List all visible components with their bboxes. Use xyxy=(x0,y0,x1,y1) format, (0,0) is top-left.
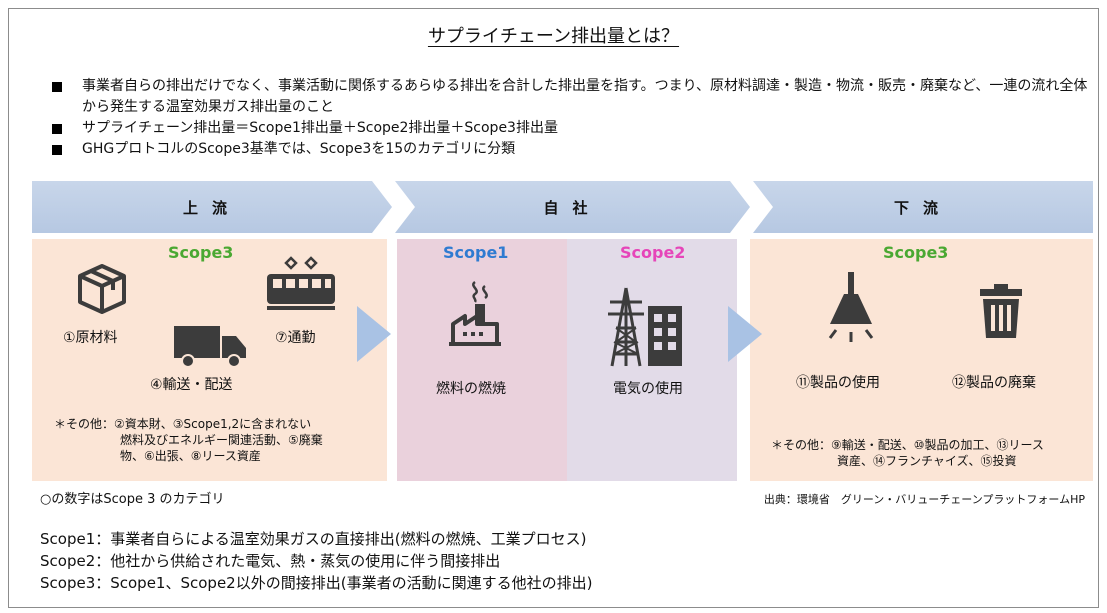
product-disposal-label: ⑫製品の廃棄 xyxy=(952,375,1036,391)
downstream-other-note: ＊その他：⑨輸送・配送、⑩製品の加工、⑬リース 資産、⑭フランチャイズ、⑮投資 xyxy=(771,437,1044,469)
upstream-scope3-label: Scope3 xyxy=(168,243,234,262)
trash-can-icon xyxy=(980,284,1022,338)
scope1-panel xyxy=(397,239,567,481)
scope3-definition: Scope3：Scope1、Scope2以外の間接排出(事業者の活動に関連する他… xyxy=(40,574,593,592)
commuting-label: ⑦通勤 xyxy=(275,330,316,346)
square-bullet-icon xyxy=(52,124,62,134)
upstream-header: 上流 xyxy=(32,181,392,233)
product-use-label: ⑪製品の使用 xyxy=(796,375,880,391)
bullet-item: 事業者自らの排出だけでなく、事業活動に関係するあらゆる排出を合計した排出量を指す… xyxy=(52,76,1092,118)
own-company-header: 自社 xyxy=(395,181,750,233)
bullet-text: サプライチェーン排出量＝Scope1排出量＋Scope2排出量＋Scope3排出… xyxy=(82,120,558,136)
scope-definitions: Scope1：事業者自らによる温室効果ガスの直接排出(燃料の燃焼、工業プロセス)… xyxy=(40,528,592,594)
bullet-item: サプライチェーン排出量＝Scope1排出量＋Scope2排出量＋Scope3排出… xyxy=(52,118,1092,139)
category-footnote: ○の数字はScope 3 のカテゴリ xyxy=(40,492,225,507)
note-line: ＊その他：②資本財、③Scope1,2に含まれない xyxy=(54,417,312,431)
square-bullet-icon xyxy=(52,145,62,155)
bullet-item: GHGプロトコルのScope3基準では、Scope3を15のカテゴリに分類 xyxy=(52,139,1092,160)
fuel-combustion-label: 燃料の燃焼 xyxy=(436,381,506,397)
diagram-frame xyxy=(8,8,1099,608)
note-line: 燃料及びエネルギー関連活動、⑤廃棄 xyxy=(120,433,323,447)
truck-icon xyxy=(174,326,246,368)
package-icon xyxy=(78,264,126,314)
scope2-label: Scope2 xyxy=(620,243,686,262)
downstream-scope3-label: Scope3 xyxy=(883,243,949,262)
note-line: 資産、⑭フランチャイズ、⑮投資 xyxy=(837,454,1017,468)
transport-label: ④輸送・配送 xyxy=(150,377,233,393)
flow-arrow-icon xyxy=(357,306,391,362)
flow-arrow-icon xyxy=(728,306,762,362)
power-tower-building-icon xyxy=(608,287,682,367)
scope2-definition: Scope2：他社から供給された電気、熱・蒸気の使用に伴う間接排出 xyxy=(40,552,501,570)
scope1-definition: Scope1：事業者自らによる温室効果ガスの直接排出(燃料の燃焼、工業プロセス) xyxy=(40,530,587,548)
page-title: サプライチェーン排出量とは？ xyxy=(427,26,680,47)
bullet-text: GHGプロトコルのScope3基準では、Scope3を15のカテゴリに分類 xyxy=(82,141,516,157)
electricity-use-label: 電気の使用 xyxy=(613,381,683,397)
scope1-label: Scope1 xyxy=(443,243,509,262)
bullet-text: 事業者自らの排出だけでなく、事業活動に関係するあらゆる排出を合計した排出量を指す… xyxy=(82,78,1088,115)
lamp-icon xyxy=(828,272,874,342)
downstream-header: 下流 xyxy=(753,181,1093,233)
source-citation: 出典：環境省 グリーン・バリューチェーンプラットフォームHP xyxy=(763,493,1085,506)
factory-icon xyxy=(449,280,501,346)
square-bullet-icon xyxy=(52,82,62,92)
note-line: 物、⑥出張、⑧リース資産 xyxy=(120,449,261,463)
train-icon xyxy=(267,256,335,310)
note-line: ＊その他：⑨輸送・配送、⑩製品の加工、⑬リース xyxy=(771,438,1044,452)
raw-materials-label: ①原材料 xyxy=(63,330,118,346)
bullet-list: 事業者自らの排出だけでなく、事業活動に関係するあらゆる排出を合計した排出量を指す… xyxy=(52,76,1092,160)
upstream-other-note: ＊その他：②資本財、③Scope1,2に含まれない 燃料及びエネルギー関連活動、… xyxy=(54,416,323,464)
downstream-panel xyxy=(750,239,1093,481)
